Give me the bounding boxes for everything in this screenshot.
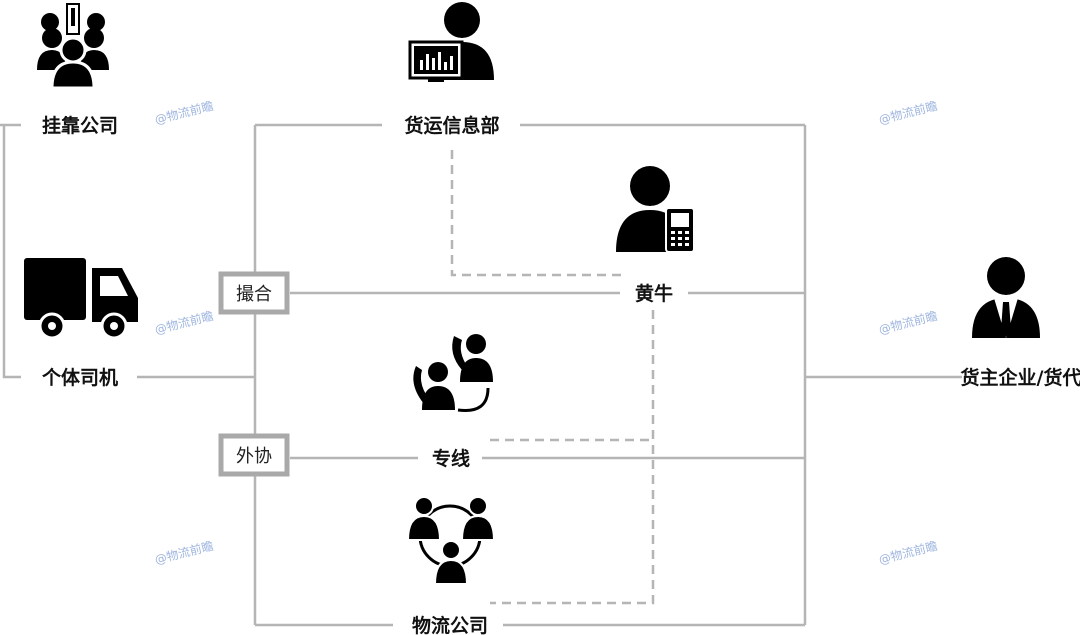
tag-cuohe-box xyxy=(218,271,290,315)
person-phone-icon xyxy=(616,166,695,253)
node-label-guakao: 挂靠公司 xyxy=(42,114,118,137)
businessman-icon xyxy=(972,257,1040,338)
watermark-2: @物流前瞻 xyxy=(877,98,939,127)
watermark-1: @物流前瞻 xyxy=(153,98,215,127)
dashed-huangniu-wuliu xyxy=(490,310,655,605)
node-label-wuliu: 物流公司 xyxy=(412,614,488,635)
node-label-huozhu: 货主企业/货代 xyxy=(961,366,1080,389)
truck-icon xyxy=(24,258,138,340)
watermark-5: @物流前瞻 xyxy=(153,538,215,567)
node-label-huangniu: 黄牛 xyxy=(635,282,673,305)
node-label-zhuanxian: 专线 xyxy=(432,447,470,470)
person-monitor-icon xyxy=(408,2,494,82)
dashed-huoyun-huangniu xyxy=(450,150,622,277)
connector-guakao-geti xyxy=(0,123,21,379)
watermark-6: @物流前瞻 xyxy=(877,538,939,567)
connectors xyxy=(0,123,962,627)
phone-call-people-icon xyxy=(413,334,493,413)
tag-waixie: 外协 xyxy=(218,433,290,477)
watermark-4: @物流前瞻 xyxy=(877,308,939,337)
group-alert-icon xyxy=(37,3,109,90)
tag-waixie-box xyxy=(218,433,290,477)
label-bg-guakao xyxy=(22,110,136,140)
watermark-3: @物流前瞻 xyxy=(153,308,215,337)
network-people-icon xyxy=(406,496,496,585)
node-label-huoyun: 货运信息部 xyxy=(404,114,499,137)
tag-cuohe-label: 撮合 xyxy=(236,284,272,305)
watermarks: @物流前瞻 @物流前瞻 @物流前瞻 @物流前瞻 @物流前瞻 @物流前瞻 xyxy=(153,98,939,567)
tag-cuohe: 撮合 xyxy=(218,271,290,315)
node-label-geti: 个体司机 xyxy=(41,366,118,389)
tag-waixie-label: 外协 xyxy=(236,446,272,467)
